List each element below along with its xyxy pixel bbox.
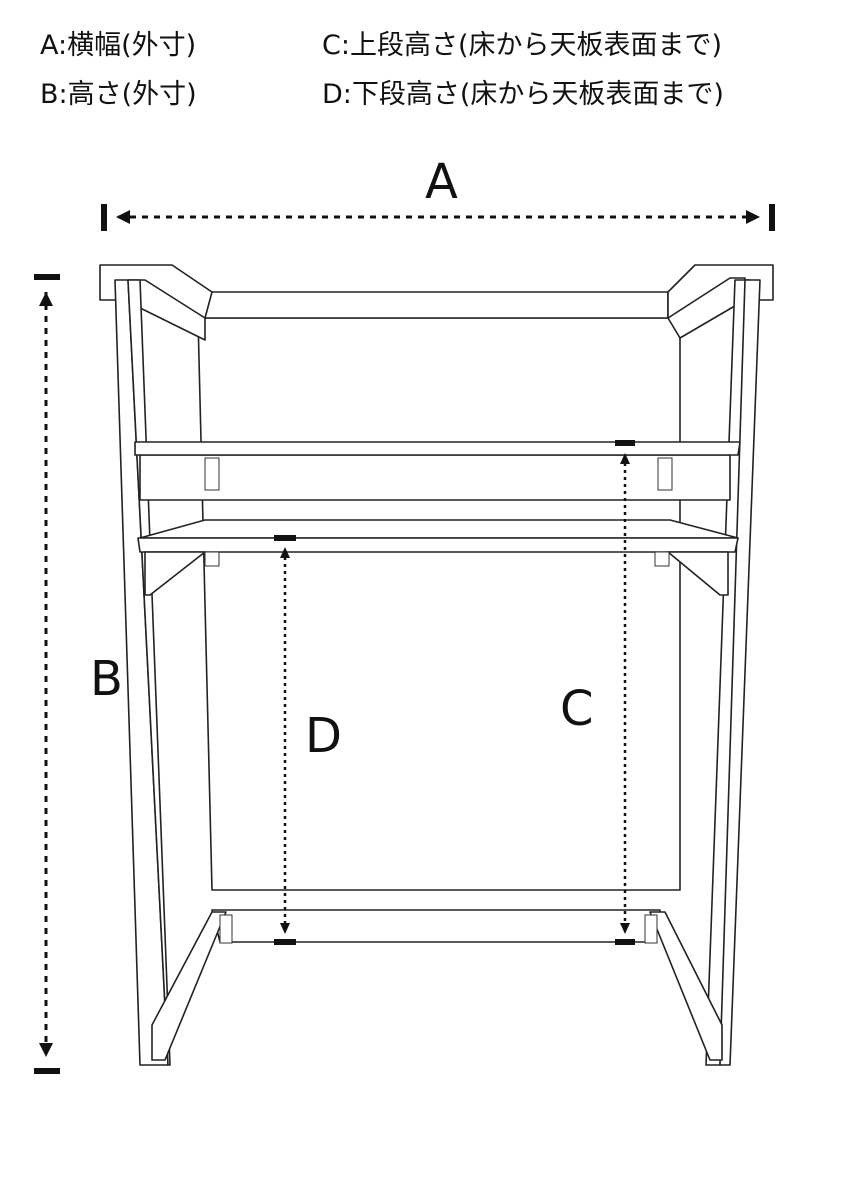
dim-c-arrow-bottom [620,923,630,934]
legend-upper-height: C:上段高さ(床から天板表面まで) [322,30,723,61]
dim-c-arrow-top [620,453,630,464]
dim-d-arrow-bottom [280,923,290,934]
dim-c-label: C [560,681,594,737]
bottom-back-rail [211,909,661,943]
lower-shelf-left-support [144,551,206,596]
dim-a-arrow-left [116,210,130,224]
bottom-right-rail [649,911,723,1061]
back-panel [197,317,681,891]
dim-a-label: A [425,154,458,210]
lower-shelf-front [137,537,739,553]
upper-shelf-support [139,454,731,501]
lower-shelf-top [139,519,739,539]
dim-b-arrow-top [39,292,53,306]
lower-shelf-right-support [667,551,729,596]
dim-d-label: D [305,708,342,764]
dim-a-arrow-right [746,210,760,224]
upper-shelf [134,441,741,456]
legend-width: A:横幅(外寸) [40,30,197,61]
right-side-edge [719,279,761,1066]
dim-b-label: B [90,651,123,707]
legend-lower-height: D:下段高さ(床から天板表面まで) [322,79,724,110]
dim-b-arrow-bottom [39,1043,53,1057]
legend-height: B:高さ(外寸) [40,79,197,110]
upper-left-bracket [204,457,220,491]
lower-right-bracket [654,551,670,567]
bottom-left-rail [151,911,227,1061]
lower-left-bracket [204,551,220,567]
left-side-edge [127,279,171,1066]
upper-right-bracket [657,457,673,491]
top-right-brace [667,277,746,339]
top-back-rail [204,291,669,319]
dim-d-arrow-top [280,547,290,558]
bottom-left-bracket [219,914,233,944]
bottom-right-bracket [644,914,658,944]
